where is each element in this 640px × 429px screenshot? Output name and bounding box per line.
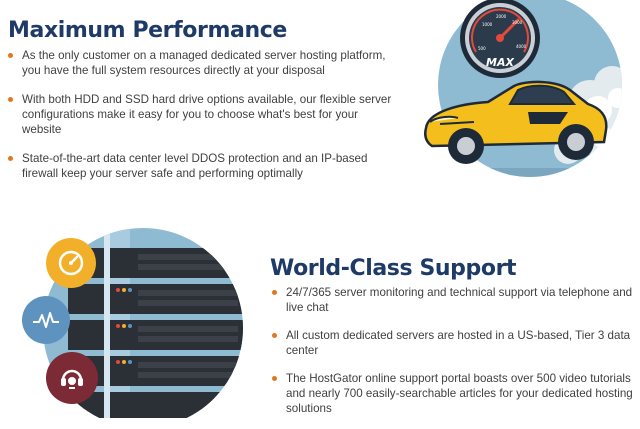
speedometer-badge: [46, 238, 96, 288]
server-rack-illustration: [18, 228, 248, 428]
bullet-dot: [8, 156, 13, 161]
support-bullet-list: 24/7/365 server monitoring and technical…: [272, 285, 638, 429]
bullet-text: As the only customer on a managed dedica…: [22, 49, 386, 77]
gauge-tick: 3000: [512, 20, 523, 25]
bullet-text: 24/7/365 server monitoring and technical…: [286, 286, 633, 314]
headset-icon: [61, 369, 83, 389]
bullet-dot: [272, 376, 277, 381]
bullet-dot: [8, 53, 13, 58]
gauge-tick: 500: [478, 46, 486, 51]
bullet-dot: [272, 290, 277, 295]
bullet-text: State-of-the-art data center level DDOS …: [22, 152, 368, 180]
gauge-tick: 2000: [496, 14, 507, 19]
bullet-dot: [272, 333, 277, 338]
support-title: World-Class Support: [270, 256, 517, 281]
bullet-text: All custom dedicated servers are hosted …: [286, 329, 631, 357]
gauge-tick: 1000: [482, 22, 493, 27]
list-item: All custom dedicated servers are hosted …: [272, 328, 638, 358]
performance-bullet-list: As the only customer on a managed dedica…: [8, 48, 398, 195]
pulse-icon: [33, 312, 59, 328]
bullet-text: With both HDD and SSD hard drive options…: [22, 93, 392, 136]
headset-badge: [46, 352, 98, 404]
list-item: As the only customer on a managed dedica…: [8, 48, 398, 78]
bullet-dot: [8, 97, 13, 102]
list-item: The HostGator online support portal boas…: [272, 371, 638, 416]
list-item: 24/7/365 server monitoring and technical…: [272, 285, 638, 315]
bullet-text: The HostGator online support portal boas…: [286, 372, 633, 415]
sports-car-icon: MAX 500 1000 2000 3000 4000: [424, 0, 622, 177]
gauge-max-label: MAX: [486, 56, 514, 69]
list-item: State-of-the-art data center level DDOS …: [8, 151, 398, 181]
performance-title: Maximum Performance: [8, 18, 287, 43]
pulse-badge: [22, 296, 70, 344]
gauge-tick: 4000: [516, 44, 527, 49]
speedometer-icon: [58, 250, 84, 276]
car-speedometer-illustration: MAX 500 1000 2000 3000 4000: [418, 0, 640, 186]
list-item: With both HDD and SSD hard drive options…: [8, 92, 398, 137]
